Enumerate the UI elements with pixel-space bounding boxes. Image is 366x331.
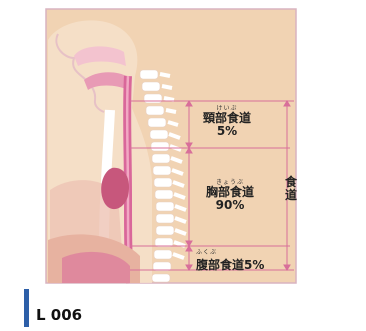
thoracic-percent: 90% bbox=[196, 199, 264, 212]
abdominal-ruby: ふくぶ bbox=[196, 250, 282, 256]
bottom-text: L 006 bbox=[36, 306, 82, 324]
abdominal-percent: 5% bbox=[244, 258, 264, 272]
esophagus-total-label: 食道 bbox=[284, 176, 298, 201]
cervical-esophagus-label: けいぶ 頸部食道 5% bbox=[193, 106, 261, 137]
abdominal-name: 腹部食道 bbox=[196, 258, 244, 272]
thoracic-name: 胸部食道 bbox=[196, 186, 264, 199]
abdominal-esophagus-label: ふくぶ 腹部食道5% bbox=[196, 250, 282, 273]
cervical-percent: 5% bbox=[193, 125, 261, 138]
cervical-name: 頸部食道 bbox=[193, 112, 261, 125]
thoracic-esophagus-label: きょうぶ 胸部食道 90% bbox=[196, 180, 264, 211]
section-marker bbox=[24, 289, 29, 327]
